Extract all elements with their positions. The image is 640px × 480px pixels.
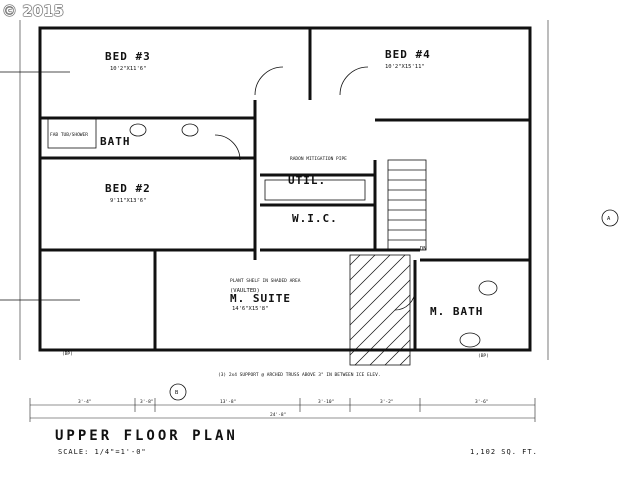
stair-down-label: DN (420, 246, 427, 252)
section-marker-b (169, 383, 187, 401)
bed4-size: 10'2"X15'11" (385, 64, 425, 70)
dim-bottom-1: 3'-4" (78, 399, 92, 405)
msuite-vaulted: (VAULTED) (230, 288, 260, 294)
bed4-label: BED #4 (385, 48, 431, 61)
marker-a-letter: A (607, 216, 611, 222)
plan-scale: SCALE: 1/4"=1'-0" (58, 448, 147, 456)
dim-total: 24'-8" (270, 412, 286, 418)
plant-shelf-hatch (349, 254, 411, 366)
wic-label: W.I.C. (292, 212, 338, 225)
dim-bottom-3: 13'-8" (220, 399, 236, 405)
dim-bottom-2: 3'-8" (140, 399, 154, 405)
bp-label-left: (BP) (62, 351, 73, 357)
dim-bottom-5: 3'-2" (380, 399, 394, 405)
dimension-lines (19, 20, 549, 422)
bed3-label: BED #3 (105, 50, 151, 63)
door-swing-bed4 (339, 66, 369, 96)
toilet (129, 123, 147, 137)
staircase (387, 159, 427, 251)
copyright-watermark: © 2015 (2, 2, 64, 20)
msuite-size: 14'6"X15'8" (232, 306, 268, 312)
shower-note: FAB TUB/SHOWER (50, 132, 88, 138)
tub-shower (47, 117, 97, 149)
marker-b-letter: B (175, 390, 179, 396)
util-counter (264, 179, 366, 201)
dim-bottom-6: 3'-6" (475, 399, 489, 405)
bed2-label: BED #2 (105, 182, 151, 195)
door-swing-bed3 (254, 66, 284, 96)
bath-label: BATH (100, 135, 131, 148)
mbath-toilet (478, 280, 498, 296)
plant-shelf-note: PLANT SHELF IN SHADED AREA (230, 278, 301, 284)
section-marker-a (601, 209, 619, 227)
util-label: UTIL. (288, 174, 326, 187)
dim-bottom-4: 3'-10" (318, 399, 334, 405)
arched-truss-note: (3) 2x4 SUPPORT @ ARCHED TRUSS ABOVE 3" … (218, 372, 381, 378)
bed3-size: 10'2"X11'6" (110, 66, 146, 72)
msuite-label: M. SUITE (230, 292, 291, 305)
mbath-label: M. BATH (430, 305, 483, 318)
mbath-tub (459, 332, 481, 348)
sink (181, 123, 199, 137)
door-swing-bath (214, 134, 241, 161)
bed2-size: 9'11"X13'6" (110, 198, 146, 204)
door-swing-mbath (394, 289, 416, 311)
radon-note: RADON MITIGATION PIPE (290, 156, 347, 162)
plan-title: UPPER FLOOR PLAN (55, 428, 238, 444)
bp-label-right: (BP) (478, 353, 489, 359)
plan-area: 1,102 SQ. FT. (470, 448, 538, 456)
